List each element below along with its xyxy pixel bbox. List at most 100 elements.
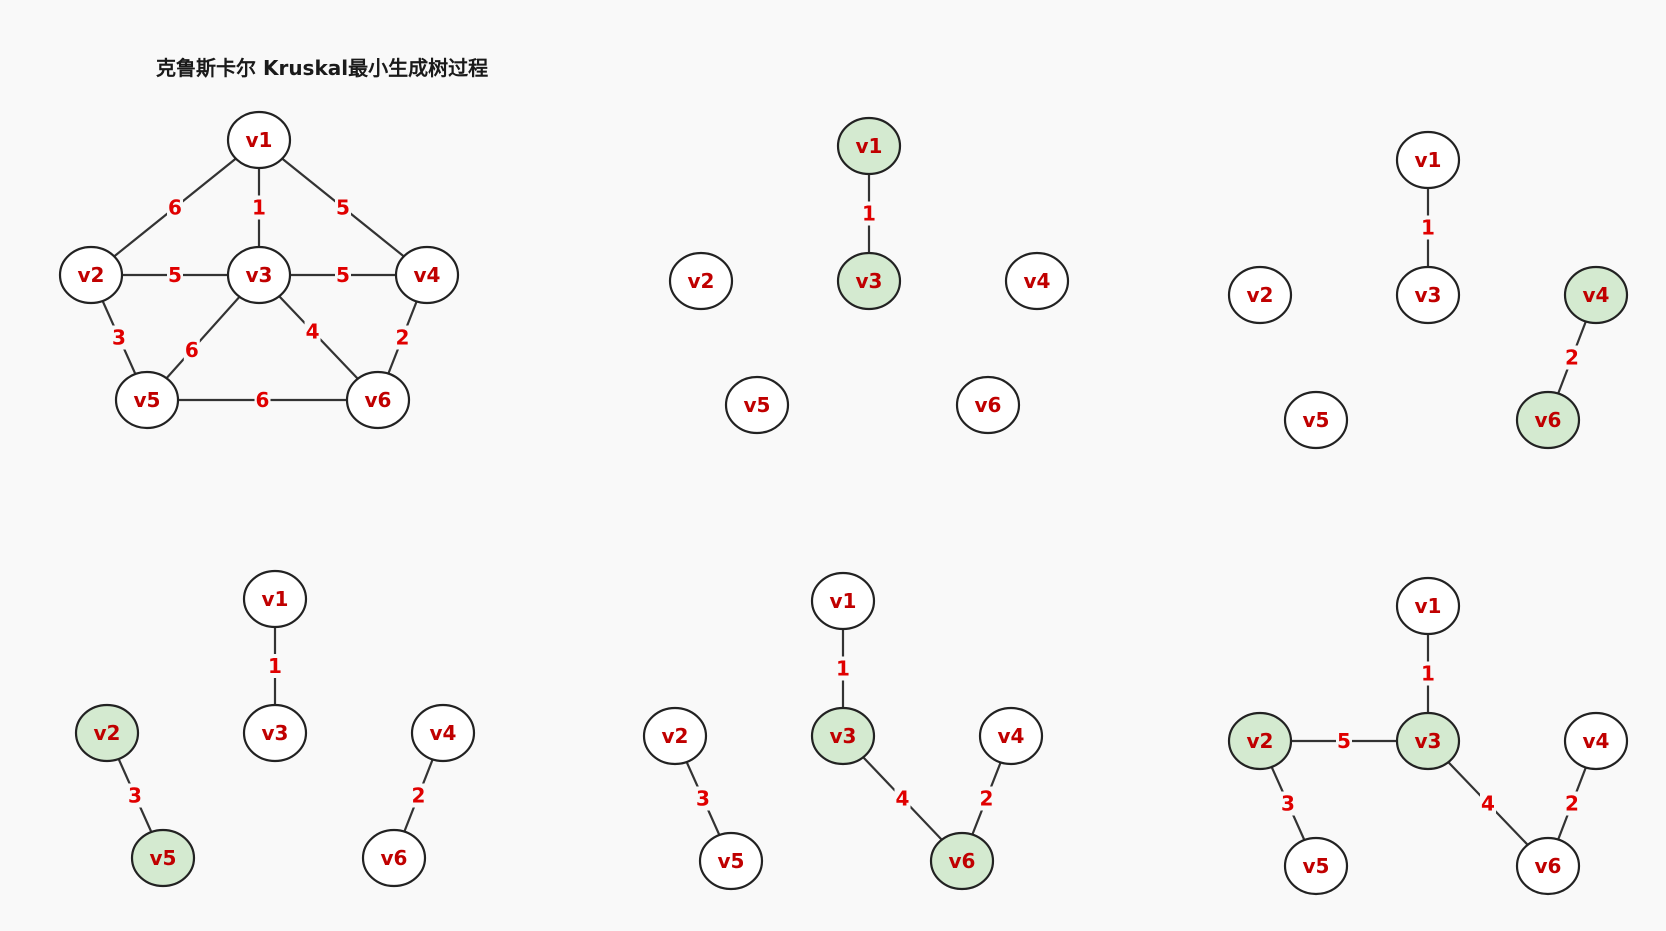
node-label-v6: v6 [365, 388, 392, 412]
node-label-v2: v2 [662, 724, 689, 748]
node-label-v3: v3 [1415, 729, 1442, 753]
node-v2 [74, 703, 140, 763]
node-v6 [345, 370, 411, 430]
edge-weight-v1-v3: 1 [1421, 662, 1435, 686]
node-v3 [1395, 265, 1461, 325]
node-label-v2: v2 [1247, 283, 1274, 307]
node-label-v3: v3 [1415, 283, 1442, 307]
node-label-v1: v1 [856, 134, 883, 158]
edge-weight-v3-v5: 6 [185, 338, 199, 362]
node-v2 [1227, 265, 1293, 325]
edge-weight-bg [695, 786, 711, 811]
edge-weight-bg [1280, 791, 1296, 816]
node-v5 [114, 370, 180, 430]
node-v6 [1515, 390, 1581, 450]
edge-weight-v1-v3: 1 [1421, 216, 1435, 240]
edge-weight-bg [267, 654, 283, 678]
edge-weight-bg [254, 388, 271, 412]
node-v3 [242, 703, 308, 763]
node-label-v5: v5 [134, 388, 161, 412]
node-v5 [130, 828, 196, 888]
node-label-v4: v4 [430, 721, 457, 745]
edge-weight-v4-v6: 2 [980, 787, 994, 811]
edge-weight-bg [335, 263, 351, 287]
node-v5 [1283, 836, 1349, 896]
edge-weight-bg [183, 338, 200, 362]
edge-weight-v2-v5: 3 [1281, 792, 1295, 816]
node-label-v4: v4 [1583, 283, 1610, 307]
node-label-v1: v1 [830, 589, 857, 613]
node-label-v5: v5 [718, 849, 745, 873]
node-v2 [58, 245, 124, 305]
node-label-v1: v1 [246, 128, 273, 152]
node-v1 [1395, 576, 1461, 636]
node-label-v6: v6 [381, 846, 408, 870]
node-v1 [836, 116, 902, 176]
node-label-v3: v3 [262, 721, 289, 745]
edge-weight-v3-v6: 4 [896, 787, 910, 811]
edge-weight-bg [1420, 215, 1436, 240]
node-v1 [242, 569, 308, 629]
edge-weight-v1-v3: 1 [836, 657, 850, 681]
node-label-v3: v3 [856, 269, 883, 293]
edge-weight-v1-v3: 1 [268, 654, 282, 678]
node-v6 [929, 831, 995, 891]
node-label-v2: v2 [1247, 729, 1274, 753]
edge-weight-v2-v5: 3 [112, 326, 126, 350]
node-v2 [642, 706, 708, 766]
node-v3 [226, 245, 292, 305]
node-v1 [810, 571, 876, 631]
node-label-v3: v3 [830, 724, 857, 748]
edge-weight-bg [861, 201, 877, 226]
node-label-v6: v6 [1535, 854, 1562, 878]
node-label-v4: v4 [414, 263, 441, 287]
edge-weight-v1-v4: 5 [336, 196, 350, 220]
edge-weight-bg [1480, 791, 1496, 816]
edge-weight-v1-v3: 1 [862, 202, 876, 226]
edge-weight-v2-v5: 3 [128, 784, 142, 808]
node-label-v6: v6 [1535, 408, 1562, 432]
node-v6 [1515, 836, 1581, 896]
node-v4 [1563, 265, 1629, 325]
node-v5 [724, 375, 790, 435]
edge-weight-v4-v6: 2 [1565, 792, 1579, 816]
node-label-v5: v5 [1303, 854, 1330, 878]
edge-weight-bg [167, 263, 183, 287]
edge-weight-bg [304, 319, 321, 344]
node-label-v4: v4 [998, 724, 1025, 748]
node-v4 [394, 245, 460, 305]
edge-weight-bg [1420, 661, 1436, 686]
edge-weight-v2-v3: 5 [168, 263, 182, 287]
edge-weight-v3-v6: 4 [306, 319, 320, 343]
edge-weight-v3-v6: 4 [1481, 792, 1495, 816]
node-v1 [226, 110, 292, 170]
node-label-v4: v4 [1583, 729, 1610, 753]
node-v4 [978, 706, 1044, 766]
node-v3 [1395, 711, 1461, 771]
node-v5 [1283, 390, 1349, 450]
node-v4 [410, 703, 476, 763]
node-label-v5: v5 [1303, 408, 1330, 432]
node-v3 [810, 706, 876, 766]
edge-weight-bg [1336, 729, 1352, 753]
edge-weight-bg [894, 786, 911, 811]
edge-weight-v4-v6: 2 [412, 784, 426, 808]
edge-weight-v3-v4: 5 [336, 263, 350, 287]
edge-weight-bg [410, 783, 427, 808]
edge-weight-v4-v6: 2 [396, 326, 410, 350]
edge-weight-bg [978, 786, 995, 811]
edge-weight-bg [111, 325, 127, 350]
node-label-v6: v6 [975, 393, 1002, 417]
node-label-v4: v4 [1024, 269, 1051, 293]
edge-weight-bg [251, 195, 267, 220]
node-v2 [1227, 711, 1293, 771]
edge-weight-v4-v6: 2 [1565, 346, 1579, 370]
node-v1 [1395, 130, 1461, 190]
edge-weight-v1-v3: 1 [252, 196, 266, 220]
